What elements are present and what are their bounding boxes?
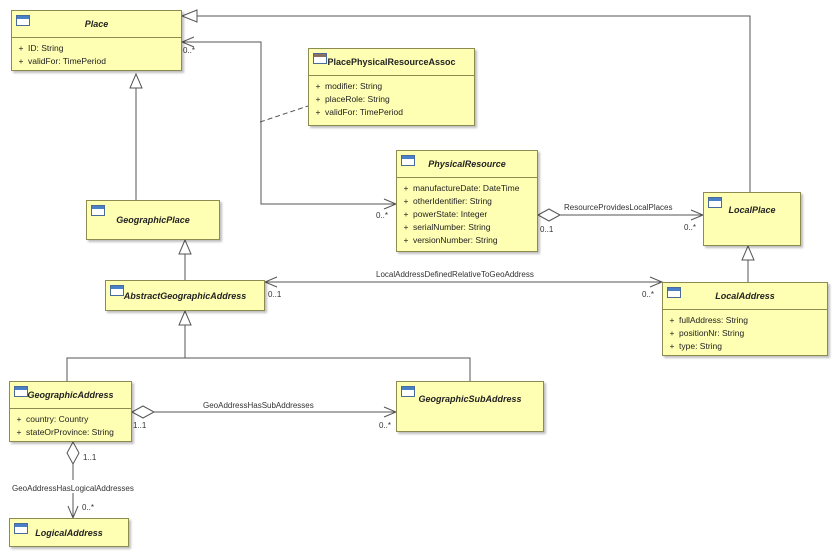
class-logical-address[interactable]: LogicalAddress xyxy=(9,518,129,547)
aggregation-diamond-geoaddr xyxy=(130,405,156,419)
attribute: +placeRole: String xyxy=(315,94,390,104)
association-place-physical-arrow-left xyxy=(180,36,195,48)
attribute: +ID: String xyxy=(18,43,64,53)
class-icon xyxy=(91,205,105,216)
attribute: +otherIdentifier: String xyxy=(403,196,492,206)
association-class-link xyxy=(259,105,309,123)
attribute: +serialNumber: String xyxy=(403,222,491,232)
class-geographic-sub-address[interactable]: GeographicSubAddress xyxy=(396,381,544,432)
attribute: +validFor: TimePeriod xyxy=(315,107,403,117)
multiplicity-label: 0..1 xyxy=(540,225,554,234)
class-name: AbstractGeographicAddress xyxy=(123,290,247,301)
attribute: +manufactureDate: DateTime xyxy=(403,183,520,193)
class-place[interactable]: Place +ID: String +validFor: TimePeriod xyxy=(11,10,182,71)
class-local-place[interactable]: LocalPlace xyxy=(703,192,801,246)
class-local-address[interactable]: LocalAddress +fullAddress: String +posit… xyxy=(662,282,828,356)
attribute: +type: String xyxy=(669,341,722,351)
attribute: +modifier: String xyxy=(315,81,383,91)
generalization-arrowhead-abstractgeo xyxy=(178,309,192,326)
attribute: +versionNumber: String xyxy=(403,235,498,245)
association-class-icon xyxy=(313,53,327,64)
multiplicity-label: 1..1 xyxy=(83,453,97,462)
class-name: GeographicPlace xyxy=(116,215,190,225)
attribute-list: +ID: String +validFor: TimePeriod xyxy=(12,37,181,70)
multiplicity-label: 0..* xyxy=(642,290,655,299)
association-name-label: GeoAddressHasLogicalAddresses xyxy=(12,484,134,493)
multiplicity-label: 0..* xyxy=(376,211,389,220)
class-abstract-geographic-address[interactable]: AbstractGeographicAddress xyxy=(105,280,265,311)
generalization-localplace-place xyxy=(197,15,751,192)
class-place-physical-resource-assoc[interactable]: PlacePhysicalResourceAssoc +modifier: St… xyxy=(308,48,475,126)
class-geographic-address[interactable]: GeographicAddress +country: Country +sta… xyxy=(9,381,132,442)
class-icon xyxy=(708,197,722,208)
class-name: Place xyxy=(84,19,109,29)
multiplicity-label: 0..* xyxy=(82,503,95,512)
class-name: LogicalAddress xyxy=(35,527,103,538)
attribute-list: +modifier: String +placeRole: String +va… xyxy=(309,75,474,121)
attribute: +powerState: Integer xyxy=(403,209,488,219)
association-abstractgeo-arrow xyxy=(263,276,278,288)
class-icon xyxy=(14,386,28,397)
class-icon xyxy=(110,285,124,296)
association-name-label: ResourceProvidesLocalPlaces xyxy=(564,203,673,212)
class-icon xyxy=(16,15,30,26)
generalization-arrowhead-place-right xyxy=(180,9,198,23)
class-name: LocalAddress xyxy=(715,291,775,301)
association-place-physical xyxy=(182,41,396,205)
class-name: GeographicSubAddress xyxy=(418,394,522,404)
class-icon xyxy=(401,155,415,166)
aggregation-diamond-logical xyxy=(66,440,80,466)
multiplicity-label: 0..* xyxy=(684,223,697,232)
class-name: PlacePhysicalResourceAssoc xyxy=(327,57,456,67)
class-name: PhysicalResource xyxy=(428,159,506,169)
attribute: +validFor: TimePeriod xyxy=(18,56,106,66)
association-name-label: LocalAddressDefinedRelativeToGeoAddress xyxy=(376,270,534,279)
class-icon xyxy=(14,523,28,534)
class-icon xyxy=(667,287,681,298)
class-icon xyxy=(401,386,415,397)
attribute-list: +country: Country +stateOrProvince: Stri… xyxy=(10,408,131,441)
generalization-arrowhead-localplace xyxy=(741,244,755,261)
class-name: LocalPlace xyxy=(728,205,776,215)
attribute: +fullAddress: String xyxy=(669,315,748,325)
generalization-arrowhead-place-bottom xyxy=(129,72,143,89)
attribute: +stateOrProvince: String xyxy=(16,427,114,437)
class-name: GeographicAddress xyxy=(27,390,114,400)
multiplicity-label: 0..* xyxy=(183,46,196,55)
association-name-label: GeoAddressHasSubAddresses xyxy=(203,401,314,410)
attribute-list: +manufactureDate: DateTime +otherIdentif… xyxy=(397,177,537,249)
generalization-arrowhead-geoplace xyxy=(178,238,192,255)
aggregation-diamond-physical xyxy=(536,208,562,222)
multiplicity-label: 0..* xyxy=(379,421,392,430)
class-geographic-place[interactable]: GeographicPlace xyxy=(86,200,220,240)
attribute-list: +fullAddress: String +positionNr: String… xyxy=(663,309,827,355)
attribute: +country: Country xyxy=(16,414,89,424)
class-physical-resource[interactable]: PhysicalResource +manufactureDate: DateT… xyxy=(396,150,538,252)
attribute: +positionNr: String xyxy=(669,328,745,338)
multiplicity-label: 1..1 xyxy=(133,421,147,430)
generalization-geoaddr-abstractgeo xyxy=(66,357,471,381)
multiplicity-label: 0..1 xyxy=(268,290,282,299)
